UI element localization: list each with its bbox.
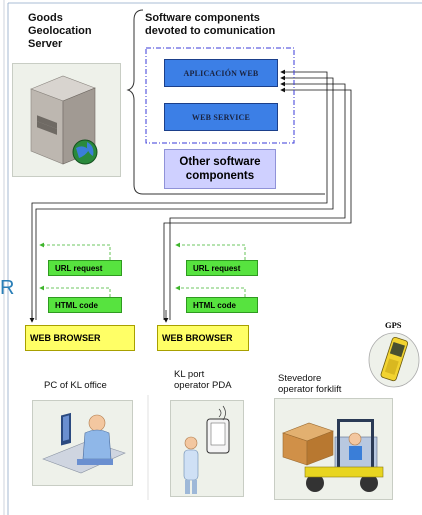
forklift-icon [282,419,384,492]
pc-panel [32,400,133,486]
other-components-box: Other software components [164,149,276,189]
pda-panel [170,400,244,497]
pc-label: PC of KL office [44,380,107,391]
web-service-box: WEB SERVICE [164,103,278,131]
office-worker-icon [42,412,126,474]
gps-icon [368,332,420,388]
aplicacion-web-box: APLICACIÓN WEB [164,59,278,87]
web-browser-left: WEB BROWSER [25,325,135,351]
edge-letter: R [0,277,15,299]
url-request-right: URL request [186,260,258,276]
server-title: Goods Geolocation Server [28,12,92,50]
pda-label: KL port operator PDA [174,369,232,391]
gps-label: GPS [385,320,402,330]
operator-pda-icon [183,405,230,494]
components-title: Software components devoted to comunicat… [145,12,276,37]
html-code-right: HTML code [186,297,258,313]
forklift-panel [274,398,393,500]
html-code-left: HTML code [48,297,122,313]
server-panel [12,63,121,177]
web-browser-right: WEB BROWSER [157,325,249,351]
gps-device [366,330,422,390]
forklift-label: Stevedore operator forklift [278,373,342,395]
url-request-left: URL request [48,260,122,276]
server-icon [30,75,98,165]
